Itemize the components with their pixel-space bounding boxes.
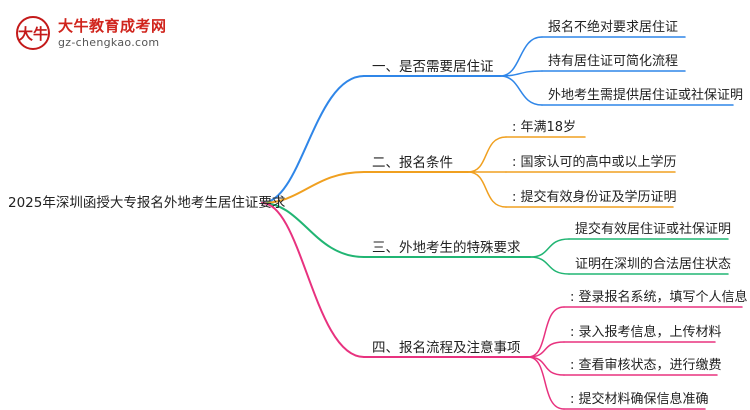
leaf-label: : 国家认可的高中或以上学历	[512, 155, 677, 170]
branch-leaf-connector	[529, 238, 570, 258]
branch-leaf-connector	[529, 256, 570, 275]
leaf-label: : 录入报考信息，上传材料	[570, 325, 722, 340]
branch-leaf-connector	[527, 356, 565, 376]
leaf-label: : 登录报名系统，填写个人信息	[570, 290, 748, 305]
root-topic: 2025年深圳函授大专报名外地考生居住证要求	[8, 195, 286, 211]
branch-leaf-connector	[527, 306, 565, 358]
branch-leaf-connector	[499, 75, 543, 106]
branch-label: 四、报名流程及注意事项	[372, 340, 521, 356]
branch-label: 二、报名条件	[372, 155, 453, 171]
branch-label: 一、是否需要居住证	[372, 59, 494, 75]
root-branch-connector	[261, 202, 365, 358]
logo-site-url: gz-chengkao.com	[58, 36, 160, 49]
branch-leaf-connector	[527, 341, 565, 358]
branch-leaf-connector	[527, 356, 565, 410]
site-logo[interactable]: 大牛 大牛教育成考网 gz-chengkao.com	[6, 10, 176, 54]
leaf-label: : 年满18岁	[512, 120, 577, 135]
leaf-label: 报名不绝对要求居住证	[548, 20, 679, 35]
leaf-label: : 查看审核状态，进行缴费	[570, 358, 722, 373]
leaf-label: 外地考生需提供居住证或社保证明	[548, 88, 744, 103]
logo-brand-name: 大牛教育成考网	[58, 17, 167, 35]
branch-leaf-connector	[499, 36, 543, 77]
branch-label: 三、外地考生的特殊要求	[372, 240, 521, 256]
leaf-label: 持有居住证可简化流程	[548, 54, 679, 69]
leaf-label: 证明在深圳的合法居住状态	[575, 257, 732, 272]
branch-leaf-connector	[467, 171, 507, 208]
branch-leaf-connector	[467, 136, 507, 173]
root-branch-connector	[261, 202, 365, 258]
leaf-label: 提交有效居住证或社保证明	[575, 222, 732, 237]
leaf-label: : 提交有效身份证及学历证明	[512, 190, 677, 205]
logo-mark-icon: 大牛	[16, 16, 50, 50]
branch-leaf-connector	[499, 70, 543, 77]
root-branch-connector	[261, 75, 365, 204]
leaf-label: : 提交材料确保信息准确	[570, 392, 709, 407]
root-branch-connector	[261, 171, 365, 204]
